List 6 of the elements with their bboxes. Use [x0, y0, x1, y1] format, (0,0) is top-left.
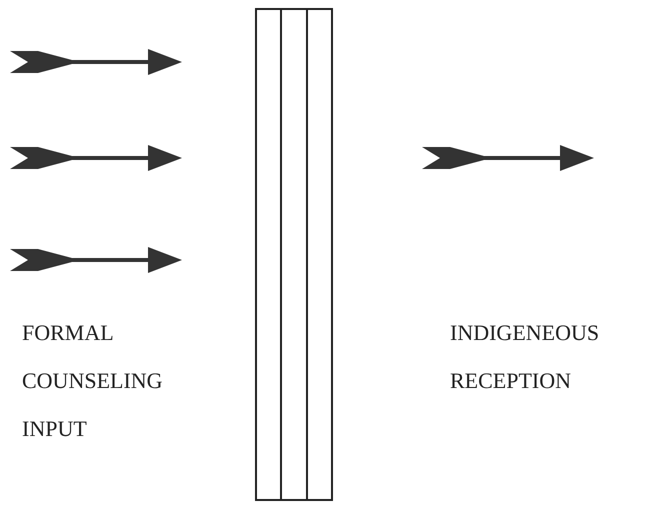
- text-label: FORMAL: [22, 322, 114, 344]
- filter-bars: [255, 8, 333, 501]
- text-label: RECEPTION: [450, 370, 571, 392]
- text-label: COUNSELING: [22, 370, 163, 392]
- text-label: INDIGENEOUS: [450, 322, 600, 344]
- text-label: INPUT: [22, 418, 87, 440]
